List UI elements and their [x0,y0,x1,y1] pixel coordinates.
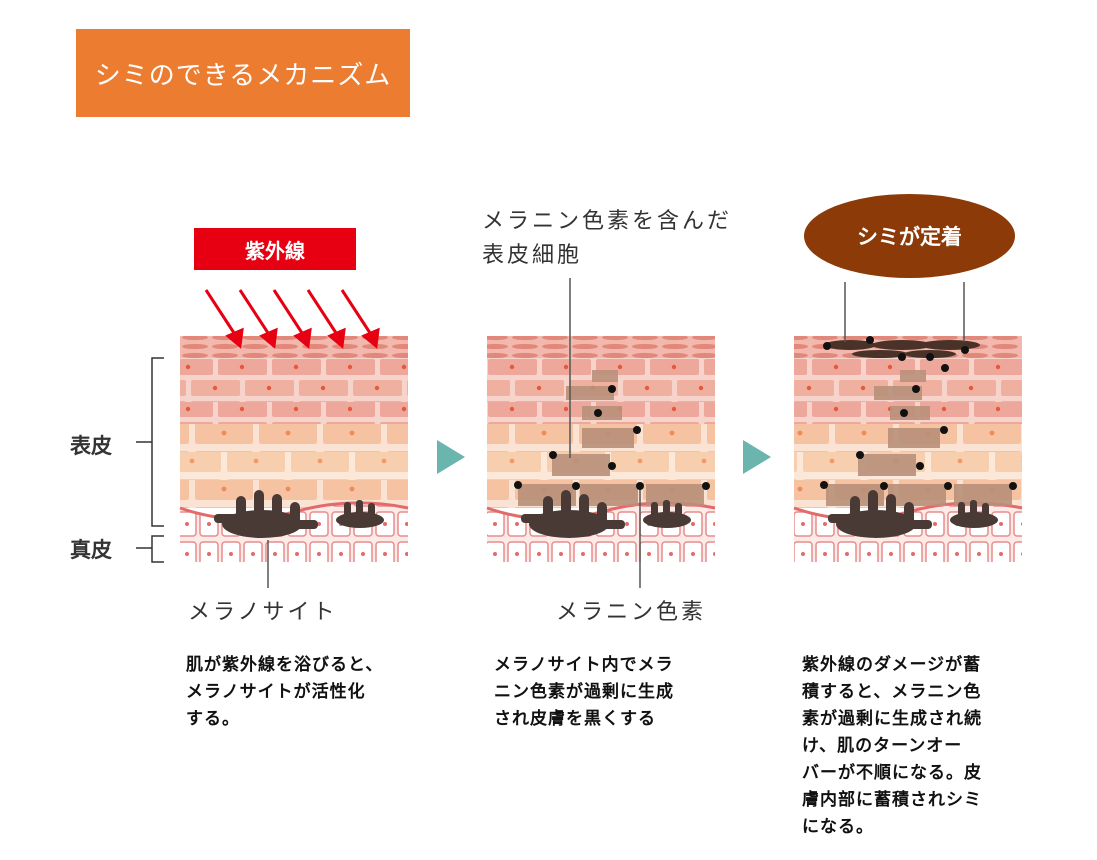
caption-step-3-line: 紫外線のダメージが蓄 [802,655,982,675]
melanin-label: メラニン色素 [556,600,707,625]
caption-step-1-line: メラノサイトが活性化 [186,682,366,702]
uv-arrows [204,289,380,349]
uv-label: 紫外線 [194,228,356,270]
panel-1 [179,289,409,588]
melanin-cells-label-line-1: メラニン色素を含んだ [482,209,733,234]
melanin-cells-label: メラニン色素を含んだ 表皮細胞 [482,205,732,273]
melanocyte-large [214,490,318,538]
caption-step-3: 紫外線のダメージが蓄 積すると、メラニン色 素が過剰に生成され続 け、肌のターン… [802,652,982,841]
step-arrow-1 [437,440,465,474]
caption-step-3-line: け、肌のターンオー [802,736,963,756]
melanocyte-label: メラノサイト [188,600,338,625]
caption-step-1: 肌が紫外線を浴びると、 メラノサイトが活性化 する。 [186,652,383,733]
caption-step-3-line: バーが不順になる。皮 [802,763,982,783]
spot-settled-label: シミが定着 [804,194,1015,278]
caption-step-1-line: 肌が紫外線を浴びると、 [186,655,384,675]
caption-step-3-line: 膚内部に蓄積されシミ [802,790,982,810]
melanocyte-small [336,500,384,528]
caption-step-1-line: する。 [186,709,240,729]
caption-step-3-line: になる。 [802,817,874,837]
caption-step-2: メラノサイト内でメラ ニン色素が過剰に生成 され皮膚を黒くする [494,652,674,733]
melanin-cells-label-line-2: 表皮細胞 [482,243,583,268]
page-title: シミのできるメカニズム [76,29,410,117]
dermis-label: 真皮 [70,538,112,562]
layer-brackets [136,357,164,563]
caption-step-2-line: され皮膚を黒くする [494,709,656,729]
step-arrow-2 [743,440,771,474]
panel-2 [486,278,716,588]
epidermis-label: 表皮 [70,434,112,458]
panel-3 [793,282,1023,562]
caption-step-3-line: 素が過剰に生成され続 [802,709,982,729]
caption-step-2-line: ニン色素が過剰に生成 [494,682,674,702]
caption-step-2-line: メラノサイト内でメラ [494,655,674,675]
caption-step-3-line: 積すると、メラニン色 [802,682,982,702]
